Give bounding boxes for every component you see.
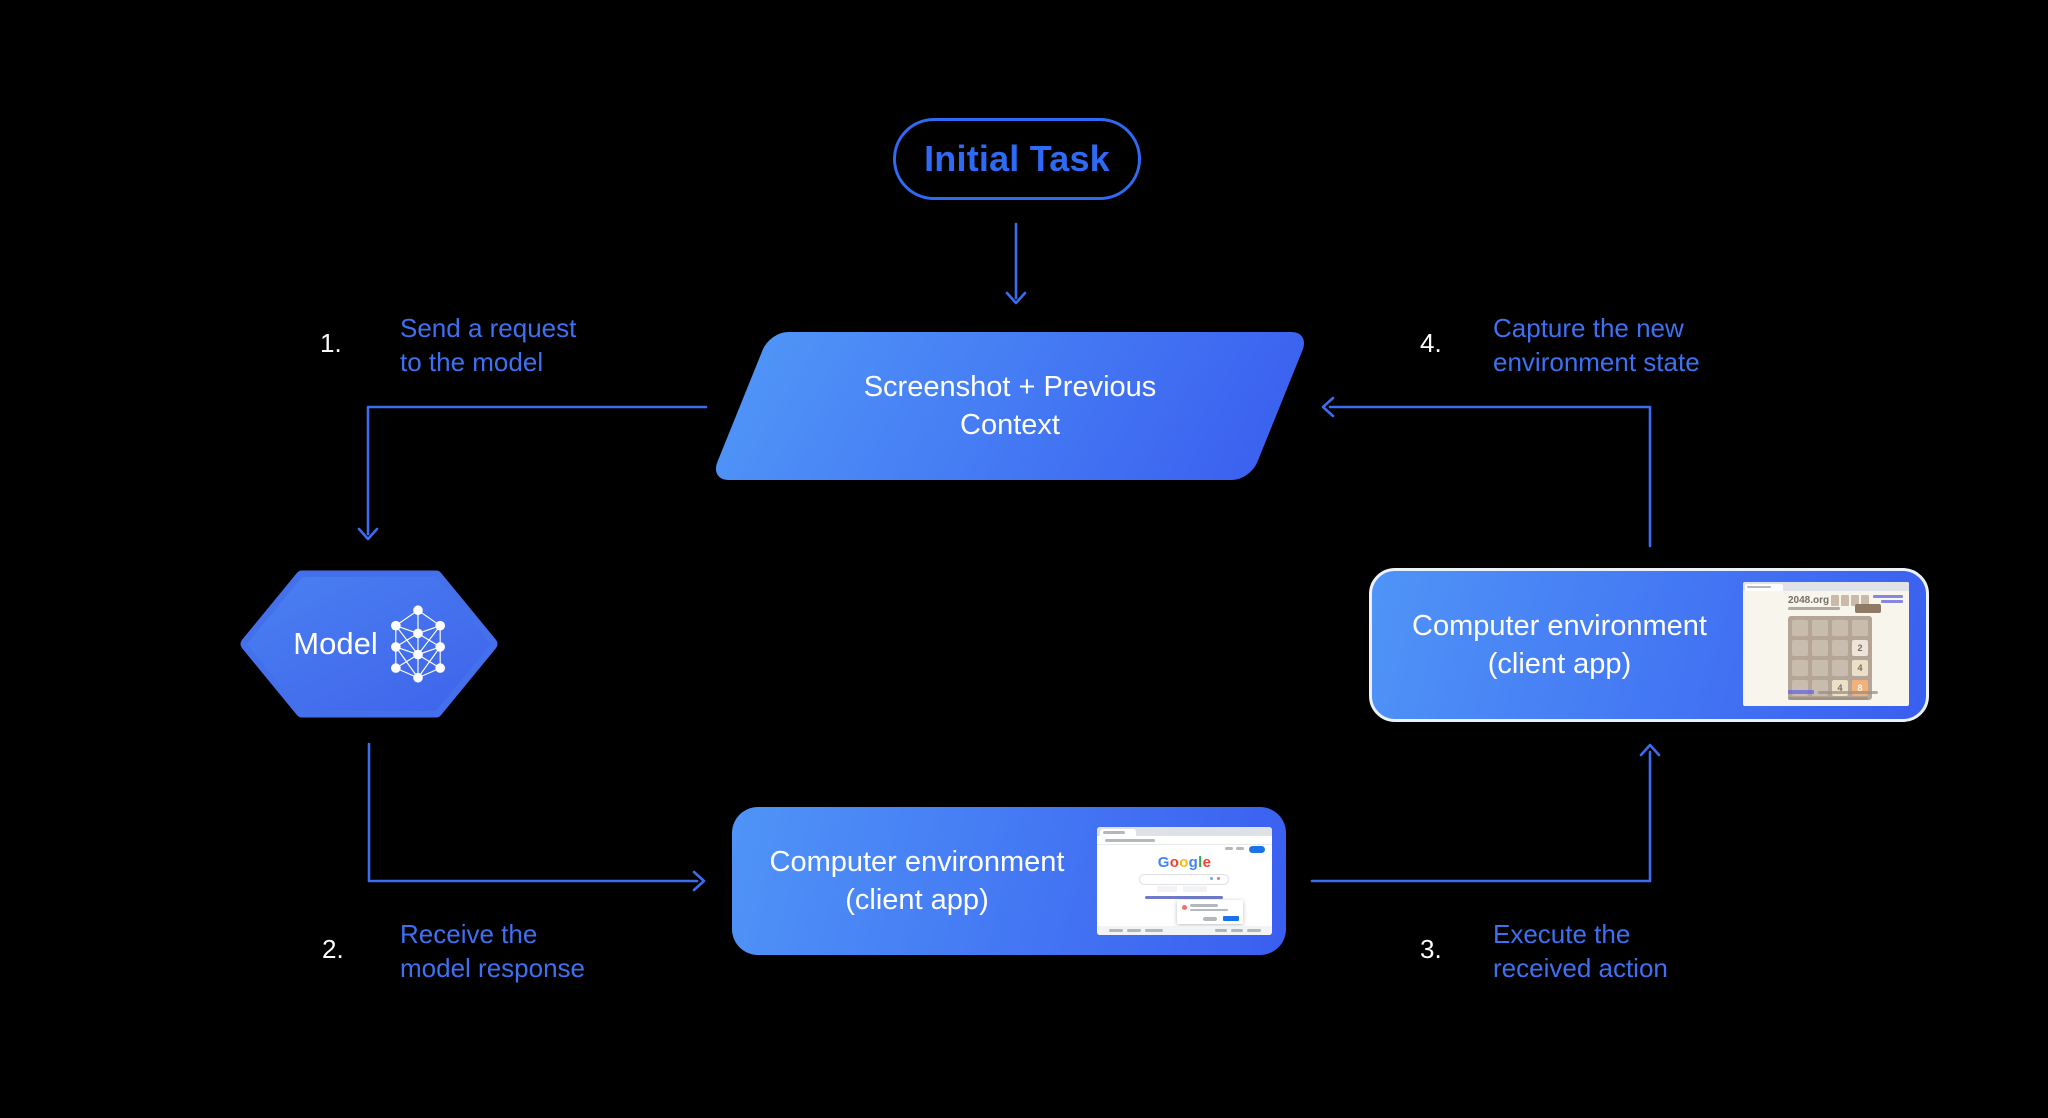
logo-letter: e: [1202, 854, 1212, 871]
step-3-number: 3.: [1420, 934, 1442, 964]
signin-dialog: [1177, 900, 1243, 924]
step-2-line1: Receive the: [400, 919, 538, 949]
model-node: Model: [240, 570, 498, 718]
game-tile: 2: [1852, 640, 1868, 656]
env2-label-line1: Computer environment: [1412, 610, 1707, 642]
neural-network-icon: [390, 605, 445, 683]
env2-label-line2: (client app): [1487, 648, 1632, 680]
browser-chrome: [1097, 827, 1272, 836]
step-4-label: Capture the new environment state: [1493, 311, 1700, 379]
step-2-label: Receive the model response: [400, 917, 585, 985]
logo-letter: l: [1198, 854, 1203, 871]
logo-letter: o: [1179, 854, 1189, 871]
google-search-screenshot: Google: [1097, 827, 1272, 935]
step-4-number: 4.: [1420, 328, 1442, 358]
logo-letter: g: [1188, 854, 1199, 871]
browser-chrome: [1743, 582, 1909, 591]
initial-task-label: Initial Task: [924, 138, 1110, 179]
lucky-button: [1183, 886, 1207, 892]
search-input: [1139, 874, 1229, 885]
new-game-button: [1855, 604, 1881, 613]
env-label-line1: Computer environment: [769, 846, 1065, 878]
step-1-line2: to the model: [400, 347, 544, 377]
score-box: [1851, 595, 1859, 606]
dialog-signin-button: [1223, 916, 1239, 921]
signin-button: [1249, 846, 1265, 853]
step-1-line1: Send a request: [400, 313, 577, 343]
search-button: [1157, 886, 1177, 892]
step-1-label: Send a request to the model: [400, 311, 576, 379]
step-2-number: 2.: [322, 934, 344, 964]
step-2-line2: model response: [400, 953, 585, 983]
step-4-line2: environment state: [1493, 347, 1700, 377]
game-board: 2 4 4 8: [1788, 616, 1872, 700]
score-box: [1861, 595, 1869, 606]
context-label-line1: Screenshot + Previous: [863, 371, 1157, 403]
arrow-context-to-model: [366, 405, 708, 536]
computer-environment-label: Computer environment (client app): [732, 807, 1102, 955]
game-tile: 4: [1852, 660, 1868, 676]
game-tile: 4: [1832, 680, 1848, 696]
env-label-line2: (client app): [845, 884, 989, 916]
offered-language-link: [1145, 896, 1223, 899]
arrowhead-down-context: [1005, 291, 1027, 305]
arrowhead-right-env: [692, 870, 706, 892]
game-tile: 8: [1852, 680, 1868, 696]
google-footer: [1097, 926, 1272, 935]
logo-letter: G: [1157, 854, 1170, 871]
game-site-title: 2048.org: [1788, 595, 1830, 606]
bottom-link: [1788, 690, 1814, 694]
initial-task-node: Initial Task: [893, 118, 1141, 200]
logo-letter: o: [1169, 854, 1180, 871]
step-3-line1: Execute the: [1493, 919, 1631, 949]
step-3-line2: received action: [1493, 953, 1668, 983]
top-link: [1873, 595, 1903, 598]
arrowhead-down-model: [357, 527, 379, 541]
score-box: [1831, 595, 1839, 606]
game-2048-screenshot: 2048.org 2 4 4 8: [1743, 582, 1909, 706]
arrow-model-to-env: [367, 742, 699, 883]
context-label-line2: Context: [960, 409, 1060, 441]
screenshot-context-node: Screenshot + Previous Context: [710, 332, 1310, 480]
top-link: [1881, 600, 1903, 603]
google-logo: Google: [1097, 854, 1272, 871]
arrow-env2-to-context: [1328, 405, 1652, 548]
step-4-line1: Capture the new: [1493, 313, 1684, 343]
model-node-shape: [240, 570, 498, 718]
arrowhead-left-context: [1321, 396, 1335, 418]
step-1-number: 1.: [320, 328, 342, 358]
step-3-label: Execute the received action: [1493, 917, 1668, 985]
model-label: Model: [293, 626, 378, 661]
arrowhead-up-env2: [1639, 743, 1661, 757]
score-box: [1841, 595, 1849, 606]
address-bar: [1097, 836, 1272, 845]
arrow-env-to-env2: [1310, 750, 1652, 883]
computer-environment-new-state-label: Computer environment (client app): [1372, 571, 1747, 719]
